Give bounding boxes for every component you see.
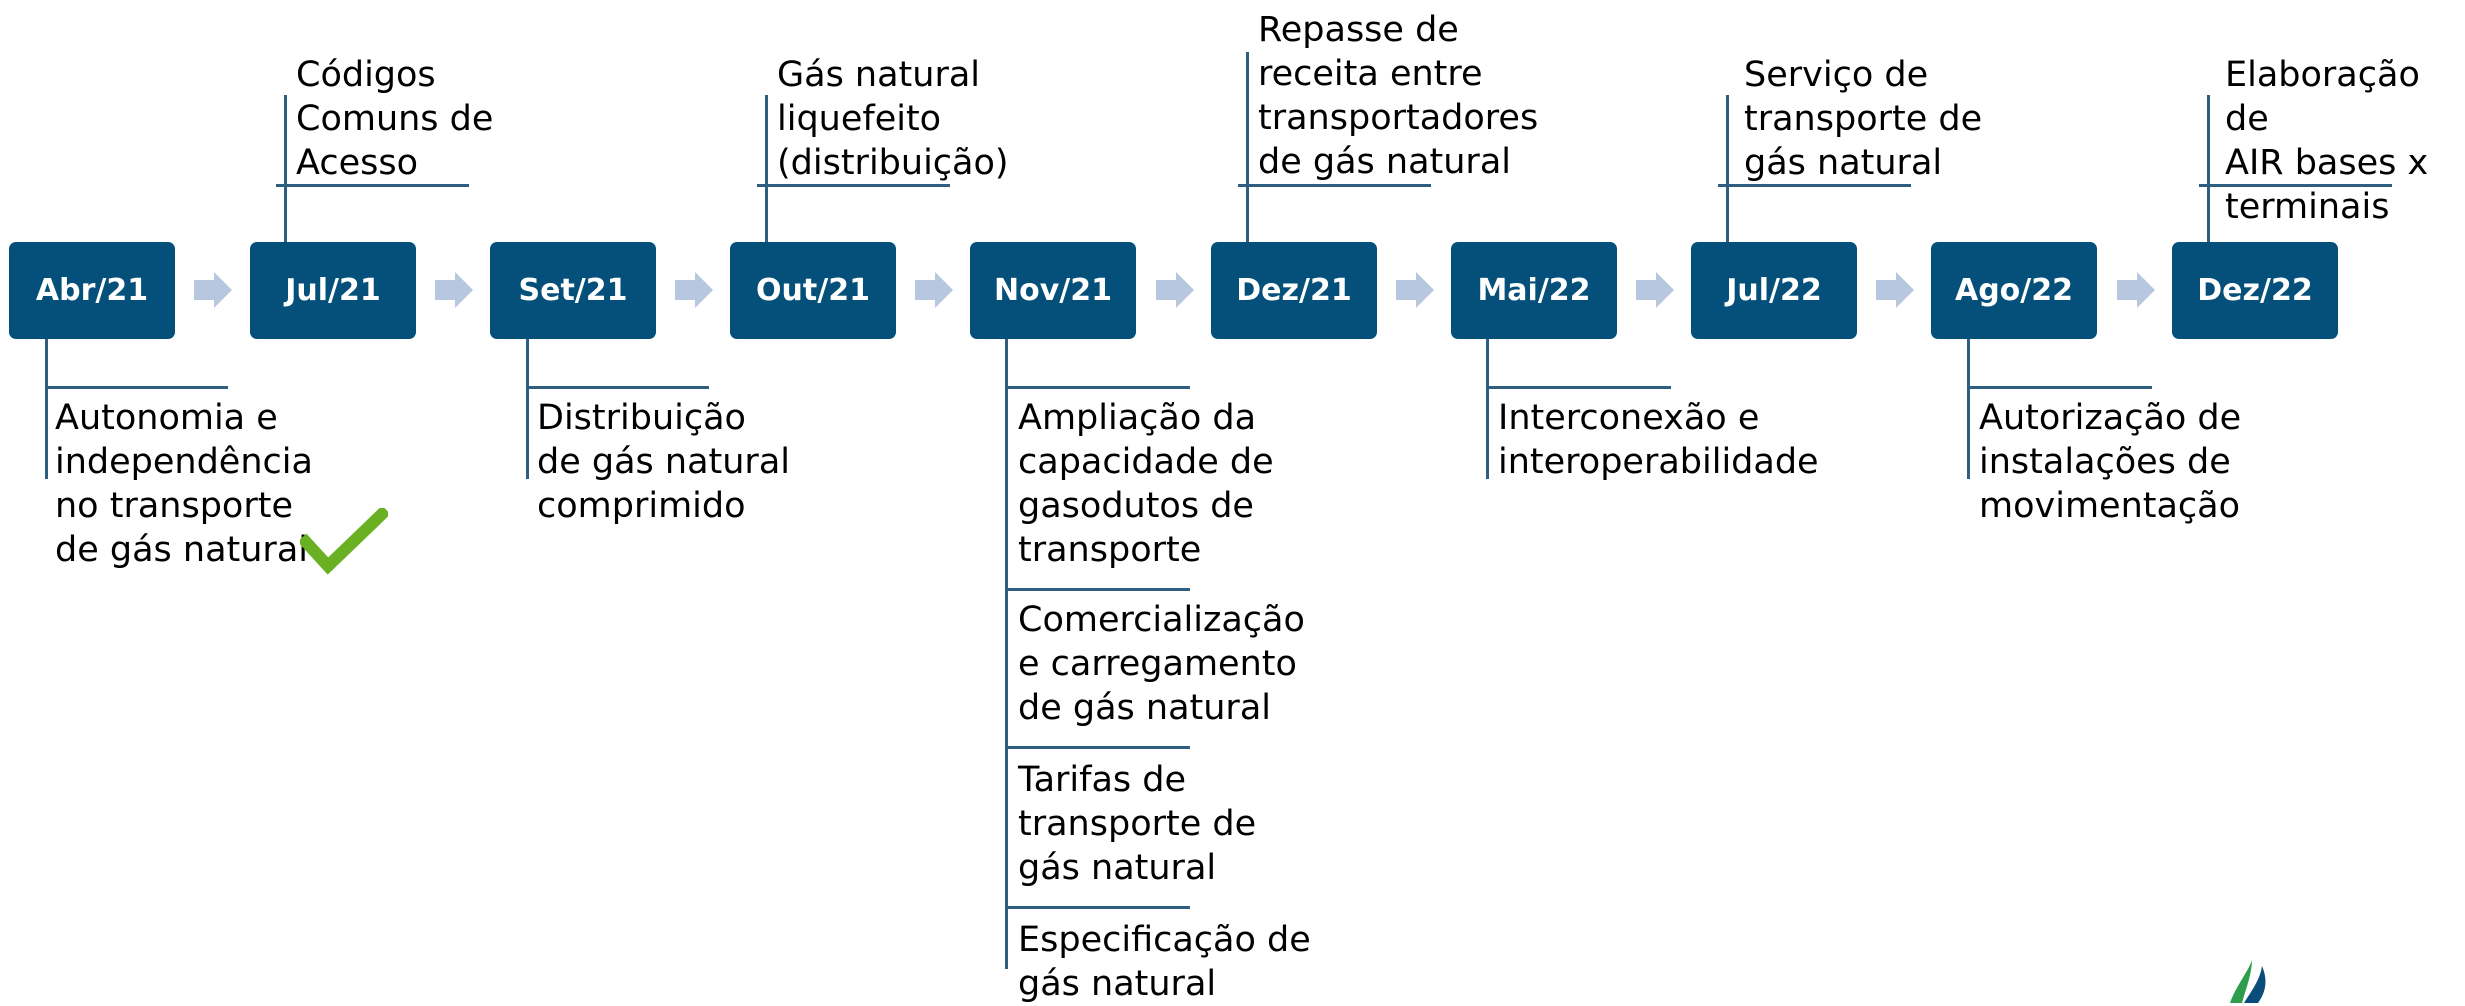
connector-line (1486, 339, 1489, 479)
connector-line (1967, 339, 1970, 479)
arrow-right-icon (675, 272, 713, 308)
arrow-right-icon (915, 272, 953, 308)
node-abr-21: Abr/21 (9, 242, 175, 339)
connector-line (45, 386, 228, 389)
milestone-label-jul-21: Códigos Comuns de Acesso (296, 55, 494, 183)
connector-line (1005, 906, 1190, 909)
node-ago-22: Ago/22 (1931, 242, 2097, 339)
connector-line (526, 386, 709, 389)
node-out-21: Out/21 (730, 242, 896, 339)
arrow-right-icon (435, 272, 473, 308)
agency-logo-icon (2230, 960, 2266, 1003)
arrow-right-icon (1636, 272, 1674, 308)
check-icon (300, 508, 388, 575)
node-nov-21: Nov/21 (970, 242, 1136, 339)
connector-line (276, 184, 469, 187)
connector-line (2199, 184, 2392, 187)
milestone-label-ago-22: Autorização de instalações de movimentaç… (1979, 398, 2242, 526)
arrow-right-icon (2117, 272, 2155, 308)
milestone-label-nov-21-3: Tarifas de transporte de gás natural (1018, 760, 1257, 888)
milestone-label-nov-21-2: Comercialização e carregamento de gás na… (1018, 600, 1305, 728)
node-jul-21: Jul/21 (250, 242, 416, 339)
connector-line (765, 95, 768, 242)
milestone-label-out-21: Gás natural liquefeito (distribuição) (777, 55, 1009, 183)
arrow-right-icon (1396, 272, 1434, 308)
milestone-label-abr-21: Autonomia e independência no transporte … (55, 398, 313, 570)
connector-line (526, 339, 529, 479)
milestone-label-dez-21: Repasse de receita entre transportadores… (1258, 10, 1539, 182)
connector-line (1246, 52, 1249, 242)
arrow-right-icon (194, 272, 232, 308)
node-dez-22: Dez/22 (2172, 242, 2338, 339)
node-dez-21: Dez/21 (1211, 242, 1377, 339)
arrow-right-icon (1876, 272, 1914, 308)
milestone-label-nov-21-4: Especificação de gás natural (1018, 920, 1311, 1004)
connector-line (1005, 746, 1190, 749)
node-jul-22: Jul/22 (1691, 242, 1857, 339)
milestone-label-jul-22: Serviço de transporte de gás natural (1744, 55, 1983, 183)
connector-line (1005, 588, 1190, 591)
connector-line (45, 339, 48, 479)
node-set-21: Set/21 (490, 242, 656, 339)
connector-line (1726, 95, 1729, 242)
arrow-right-icon (1156, 272, 1194, 308)
connector-line (284, 95, 287, 242)
milestone-label-set-21: Distribuição de gás natural comprimido (537, 398, 790, 526)
milestone-label-nov-21-1: Ampliação da capacidade de gasodutos de … (1018, 398, 1274, 570)
connector-line (1967, 386, 2152, 389)
connector-line (1718, 184, 1911, 187)
connector-line (757, 184, 950, 187)
connector-line (2207, 95, 2210, 242)
connector-line (1005, 339, 1008, 969)
node-mai-22: Mai/22 (1451, 242, 1617, 339)
milestone-label-mai-22: Interconexão e interoperabilidade (1498, 398, 1819, 482)
connector-line (1238, 184, 1431, 187)
connector-line (1486, 386, 1671, 389)
connector-line (1005, 386, 1190, 389)
milestone-label-dez-22: Elaboração de AIR bases x terminais (2225, 55, 2429, 227)
